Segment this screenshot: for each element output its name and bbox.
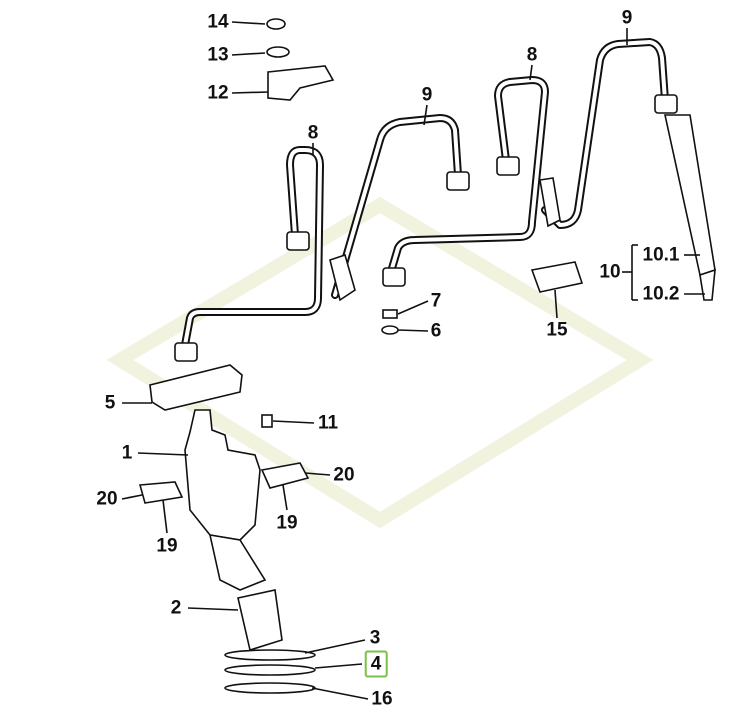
callout-10-2[interactable]: 10.2 xyxy=(642,283,680,305)
callout-20[interactable]: 20 xyxy=(96,488,118,510)
screw-part-7 xyxy=(382,309,398,319)
callout-10[interactable]: 10 xyxy=(599,261,621,283)
pump-spring xyxy=(208,534,267,591)
shim-part-16 xyxy=(224,682,316,694)
plug-part-11 xyxy=(261,414,273,428)
shim-part-3 xyxy=(224,649,316,661)
callout-9[interactable]: 9 xyxy=(621,7,633,29)
nut-part-14 xyxy=(266,18,286,30)
callout-14[interactable]: 14 xyxy=(207,11,229,33)
callout-3[interactable]: 3 xyxy=(369,627,381,649)
callout-16[interactable]: 16 xyxy=(371,688,393,710)
banjo-bolt-part-20-right xyxy=(260,462,310,489)
callout-5[interactable]: 5 xyxy=(104,392,116,414)
flange-part-5 xyxy=(149,364,243,411)
callout-1[interactable]: 1 xyxy=(121,442,133,464)
tappet-part-2 xyxy=(237,589,283,652)
shim-part-4 xyxy=(224,664,316,676)
callout-6[interactable]: 6 xyxy=(430,320,442,342)
callout-10-1[interactable]: 10.1 xyxy=(642,244,680,266)
callout-2[interactable]: 2 xyxy=(170,597,182,619)
callout-15[interactable]: 15 xyxy=(546,319,568,341)
callout-8[interactable]: 8 xyxy=(307,122,319,144)
callout-9[interactable]: 9 xyxy=(421,84,433,106)
callout-19[interactable]: 19 xyxy=(276,512,298,534)
callout-20[interactable]: 20 xyxy=(333,464,355,486)
callout-13[interactable]: 13 xyxy=(207,44,229,66)
callout-4-highlighted[interactable]: 4 xyxy=(364,650,388,678)
leader-lines xyxy=(121,21,705,700)
callout-8[interactable]: 8 xyxy=(526,44,538,66)
banjo-bolt-part-20-left xyxy=(138,481,184,504)
callout-19[interactable]: 19 xyxy=(156,535,178,557)
callout-11[interactable]: 11 xyxy=(317,412,339,434)
clamp-part-15 xyxy=(530,261,584,293)
pipe-nuts xyxy=(174,94,678,362)
washer-part-6 xyxy=(381,325,399,335)
injection-pump-part-1 xyxy=(184,409,261,541)
callout-7[interactable]: 7 xyxy=(430,290,442,312)
washer-part-13 xyxy=(266,46,290,58)
clamp-part-12 xyxy=(267,65,335,101)
callout-12[interactable]: 12 xyxy=(207,82,229,104)
